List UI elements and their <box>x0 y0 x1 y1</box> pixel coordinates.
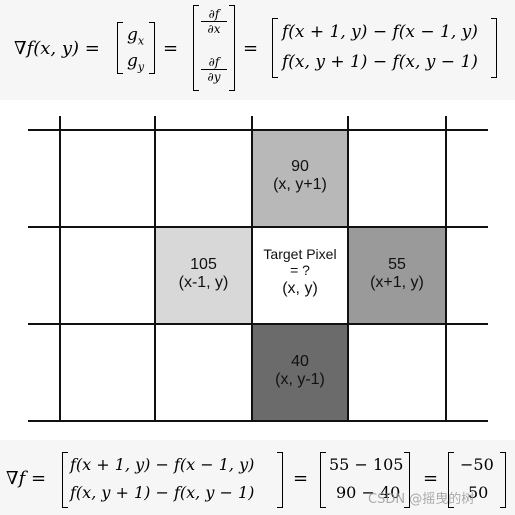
cell-bottom-value: 40 <box>291 353 309 370</box>
result-row-2: 50 <box>468 483 489 502</box>
bottom-equals-2: = <box>423 468 439 489</box>
bottom-left-bracket-1 <box>62 452 68 508</box>
cell-right: 55 (x+1, y) <box>348 227 446 324</box>
cell-bottom: 40 (x, y-1) <box>252 324 348 421</box>
gx-symbol: gx <box>127 25 145 48</box>
cell-left-coord: (x-1, y) <box>178 274 229 291</box>
target-coord: (x, y) <box>282 280 318 297</box>
bottom-right-bracket-2 <box>404 452 410 508</box>
grid-line-v3 <box>251 116 253 422</box>
cell-right-coord: (x+1, y) <box>370 274 424 291</box>
cell-top-value: 90 <box>291 158 309 175</box>
grid-line-v5 <box>445 116 447 422</box>
grid-line-h2 <box>28 226 488 228</box>
rhs-left-bracket <box>272 18 278 78</box>
bottom-row-1: f(x + 1, y) − f(x − 1, y) <box>70 455 255 474</box>
watermark-text: CSDN @摇曳的树 <box>368 492 475 507</box>
rhs-right-bracket <box>491 18 497 78</box>
bottom-equals-1: = <box>293 468 309 489</box>
pixel-neighborhood-grid: 90 (x, y+1) 105 (x-1, y) Target Pixel = … <box>0 100 515 440</box>
partials-right-bracket <box>229 5 235 91</box>
bottom-right-bracket-1 <box>277 452 283 508</box>
rhs-row-1: f(x + 1, y) − f(x − 1, y) <box>282 22 478 42</box>
cell-bottom-coord: (x, y-1) <box>275 371 325 388</box>
bottom-right-bracket-3 <box>500 452 506 508</box>
cell-left-value: 105 <box>190 256 217 273</box>
bottom-left-bracket-2 <box>320 452 326 508</box>
grid-line-v1 <box>59 116 61 422</box>
cell-top-coord: (x, y+1) <box>273 176 327 193</box>
partial-y: ∂f∂y <box>201 56 227 83</box>
gy-symbol: gy <box>127 51 145 74</box>
target-question: = ? <box>290 262 310 278</box>
gradient-computation-equation: ∇f = f(x + 1, y) − f(x − 1, y) f(x, y + … <box>0 440 515 515</box>
bottom-lhs: ∇f = <box>6 468 47 489</box>
cell-target: Target Pixel = ? (x, y) <box>252 227 348 324</box>
grid-line-h1 <box>28 129 488 131</box>
bottom-left-bracket-3 <box>448 452 454 508</box>
grid-line-h3 <box>28 323 488 325</box>
vector-right-bracket <box>149 22 155 74</box>
equals-sign-1: = <box>163 38 179 59</box>
result-row-1: −50 <box>460 455 494 474</box>
bottom-row-2: f(x, y + 1) − f(x, y − 1) <box>70 483 255 502</box>
cell-left: 105 (x-1, y) <box>155 227 252 324</box>
cell-right-value: 55 <box>388 256 406 273</box>
grid-line-v4 <box>347 116 349 422</box>
partials-left-bracket <box>193 5 199 91</box>
target-label: Target Pixel <box>263 246 337 262</box>
grid-line-v2 <box>154 116 156 422</box>
partial-x: ∂f∂x <box>201 8 227 35</box>
rhs-row-2: f(x, y + 1) − f(x, y − 1) <box>282 52 478 72</box>
gradient-lhs: ∇f(x, y) = <box>14 38 100 59</box>
grid-line-h4 <box>28 420 488 422</box>
gradient-definition-equation: ∇f(x, y) = gx gy = ∂f∂x ∂f∂y = f(x + 1, … <box>0 0 515 100</box>
vector-left-bracket <box>117 22 123 74</box>
numeric-row-2: 90 − 40 <box>336 483 401 502</box>
equals-sign-2: = <box>243 38 259 59</box>
numeric-row-1: 55 − 105 <box>329 455 404 474</box>
cell-top: 90 (x, y+1) <box>252 130 348 227</box>
